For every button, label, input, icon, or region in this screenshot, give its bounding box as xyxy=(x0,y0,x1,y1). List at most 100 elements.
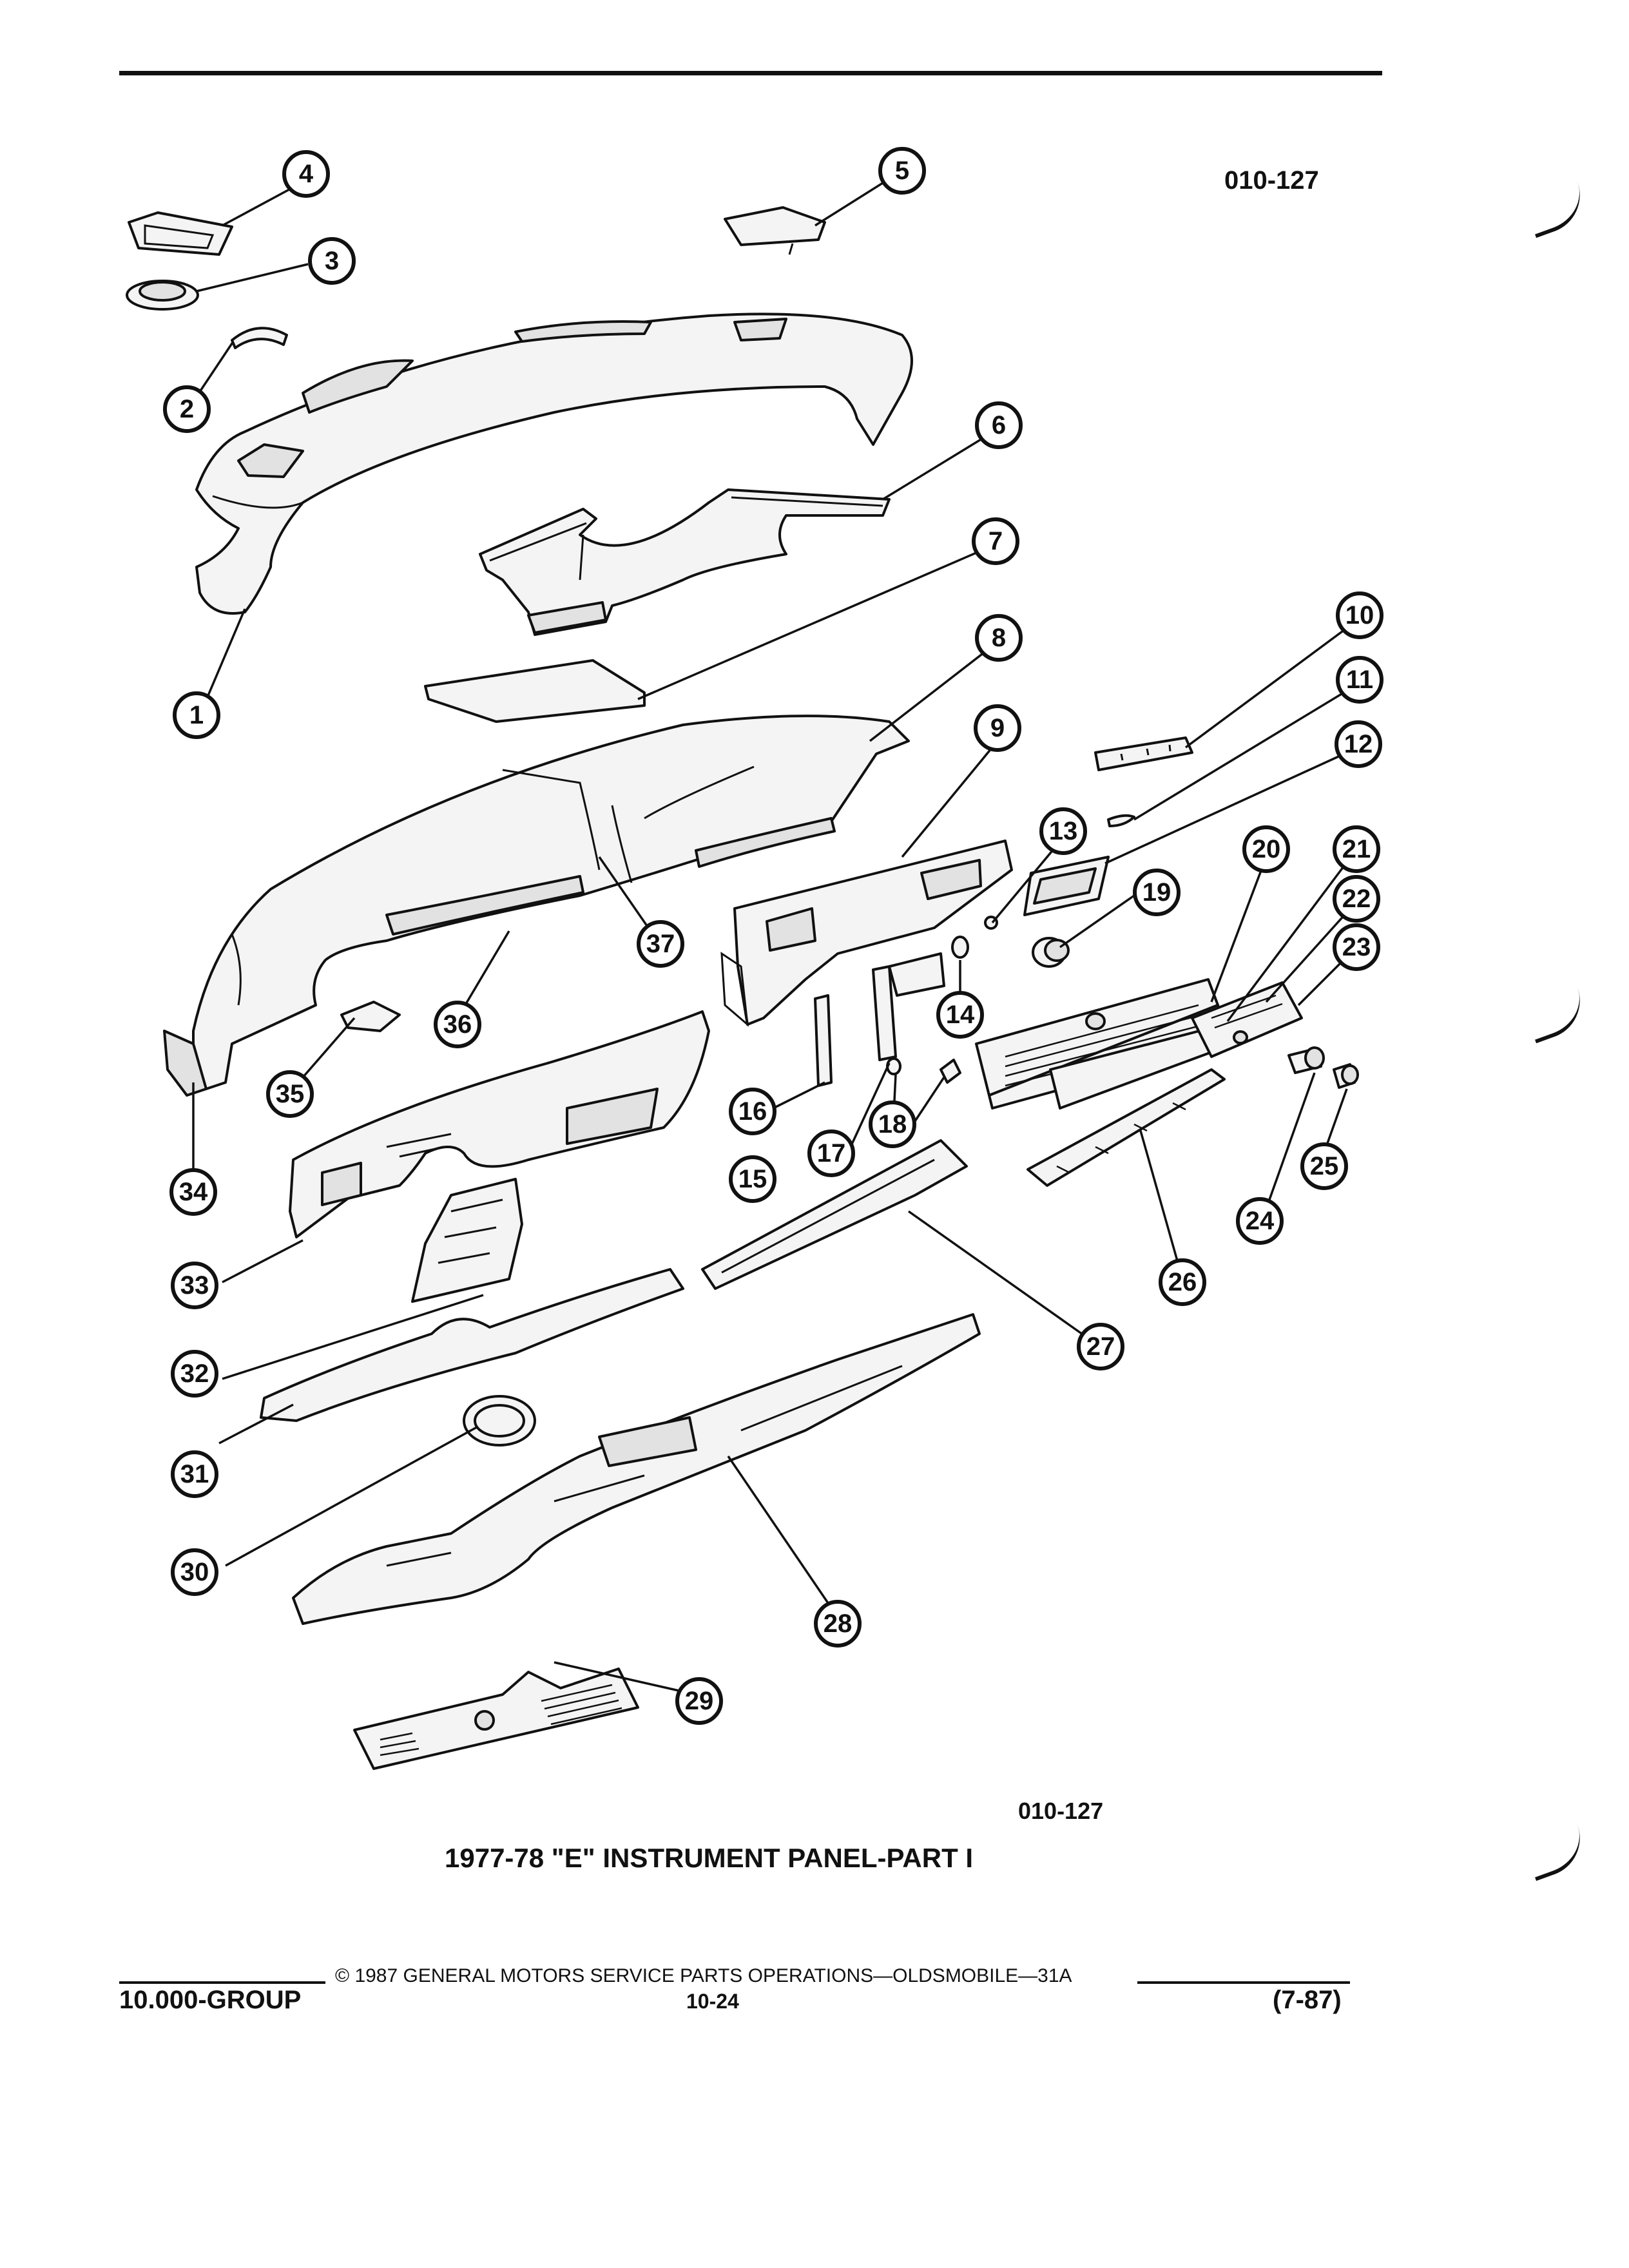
callout-8: 8 xyxy=(975,614,1023,662)
svg-text:1: 1 xyxy=(189,701,204,729)
figure-code-bottom: 010-127 xyxy=(1018,1798,1104,1824)
callout-1: 1 xyxy=(173,691,220,739)
callout-12: 12 xyxy=(1335,720,1382,768)
part-lower-cover xyxy=(353,1667,639,1770)
svg-text:30: 30 xyxy=(180,1558,209,1586)
svg-text:23: 23 xyxy=(1342,933,1371,961)
part-small-bracket xyxy=(340,1001,401,1032)
svg-text:35: 35 xyxy=(276,1080,305,1108)
callout-10: 10 xyxy=(1336,591,1383,639)
svg-text:2: 2 xyxy=(180,395,194,423)
callout-18: 18 xyxy=(869,1100,916,1148)
part-trim-strips xyxy=(814,952,945,1087)
part-panel-carrier xyxy=(163,715,910,1097)
svg-text:29: 29 xyxy=(685,1687,714,1715)
header-rule xyxy=(119,71,1382,75)
callout-25: 25 xyxy=(1300,1142,1348,1190)
part-cluster-carrier xyxy=(289,1010,710,1238)
part-upper-pad xyxy=(195,312,913,615)
part-duct-assembly xyxy=(479,488,891,636)
part-defroster-grille xyxy=(724,206,826,255)
svg-text:32: 32 xyxy=(180,1360,209,1388)
callout-2: 2 xyxy=(163,385,211,433)
callout-20: 20 xyxy=(1242,825,1290,873)
part-trim-molding xyxy=(701,1139,968,1290)
callout-24: 24 xyxy=(1236,1197,1284,1245)
callout-37: 37 xyxy=(637,920,684,968)
footer-date: (7-87) xyxy=(1273,1986,1342,2014)
svg-text:16: 16 xyxy=(738,1097,767,1126)
footer-page-number: 10-24 xyxy=(686,1990,739,2013)
callout-19: 19 xyxy=(1133,869,1181,916)
part-clip xyxy=(940,1059,961,1084)
svg-text:18: 18 xyxy=(878,1110,907,1139)
svg-text:10: 10 xyxy=(1345,601,1374,629)
svg-text:37: 37 xyxy=(646,930,675,958)
svg-text:19: 19 xyxy=(1142,878,1171,907)
svg-text:22: 22 xyxy=(1342,885,1371,913)
callout-7: 7 xyxy=(972,517,1019,565)
callout-9: 9 xyxy=(974,704,1021,752)
part-cover-plate xyxy=(231,327,288,349)
callout-14: 14 xyxy=(936,991,984,1039)
callout-13: 13 xyxy=(1039,807,1087,855)
callout-29: 29 xyxy=(675,1677,723,1725)
callout-16: 16 xyxy=(729,1088,776,1135)
part-ring xyxy=(463,1395,536,1446)
footer-copyright: © 1987 GENERAL MOTORS SERVICE PARTS OPER… xyxy=(335,1965,1072,1986)
svg-text:14: 14 xyxy=(946,1001,975,1029)
footer-rule-right xyxy=(1137,1981,1350,1984)
svg-text:8: 8 xyxy=(992,624,1006,652)
svg-text:20: 20 xyxy=(1252,835,1281,863)
svg-text:9: 9 xyxy=(990,714,1005,742)
svg-text:36: 36 xyxy=(443,1010,472,1039)
part-lower-trim xyxy=(260,1268,684,1422)
part-control-knob xyxy=(1032,937,1070,968)
part-face-plate xyxy=(1191,981,1303,1058)
svg-text:26: 26 xyxy=(1168,1268,1197,1296)
svg-text:33: 33 xyxy=(180,1271,209,1300)
svg-text:5: 5 xyxy=(895,157,909,185)
callout-3: 3 xyxy=(308,237,356,285)
svg-text:3: 3 xyxy=(325,247,339,275)
part-lower-panel xyxy=(292,1313,981,1625)
callout-11: 11 xyxy=(1336,656,1383,704)
callout-34: 34 xyxy=(169,1168,217,1216)
part-cluster-bezel xyxy=(720,840,1013,1027)
callout-17: 17 xyxy=(807,1129,855,1177)
part-spring-clip xyxy=(1107,814,1135,827)
part-plate xyxy=(424,659,646,723)
figure-title: 1977-78 "E" INSTRUMENT PANEL-PART I xyxy=(445,1843,974,1873)
svg-text:13: 13 xyxy=(1049,817,1078,845)
callout-33: 33 xyxy=(171,1262,218,1309)
svg-text:28: 28 xyxy=(824,1610,853,1638)
callout-21: 21 xyxy=(1333,825,1380,873)
part-switch-plate xyxy=(411,1178,523,1303)
part-rotary-knobs xyxy=(1287,1046,1359,1089)
callout-36: 36 xyxy=(434,1001,481,1048)
svg-text:17: 17 xyxy=(817,1139,846,1168)
part-speaker xyxy=(126,280,199,311)
callout-30: 30 xyxy=(171,1548,218,1596)
callout-26: 26 xyxy=(1159,1258,1206,1306)
callout-22: 22 xyxy=(1333,875,1380,923)
callout-23: 23 xyxy=(1333,923,1380,971)
svg-text:11: 11 xyxy=(1346,666,1373,694)
callout-28: 28 xyxy=(814,1600,862,1648)
callout-6: 6 xyxy=(975,401,1023,449)
svg-text:31: 31 xyxy=(180,1460,209,1488)
part-cover-strip xyxy=(1094,736,1193,771)
svg-text:6: 6 xyxy=(992,411,1006,439)
callout-4: 4 xyxy=(282,150,330,198)
svg-text:15: 15 xyxy=(738,1165,767,1193)
svg-text:27: 27 xyxy=(1086,1332,1115,1361)
svg-text:7: 7 xyxy=(988,527,1003,555)
leader-lines xyxy=(187,169,1361,1696)
part-speaker-grille xyxy=(128,211,233,256)
callout-27: 27 xyxy=(1077,1323,1124,1370)
callout-31: 31 xyxy=(171,1450,218,1498)
callout-15: 15 xyxy=(729,1155,776,1203)
footer-group: 10.000-GROUP xyxy=(119,1986,302,2014)
svg-text:4: 4 xyxy=(299,160,314,188)
